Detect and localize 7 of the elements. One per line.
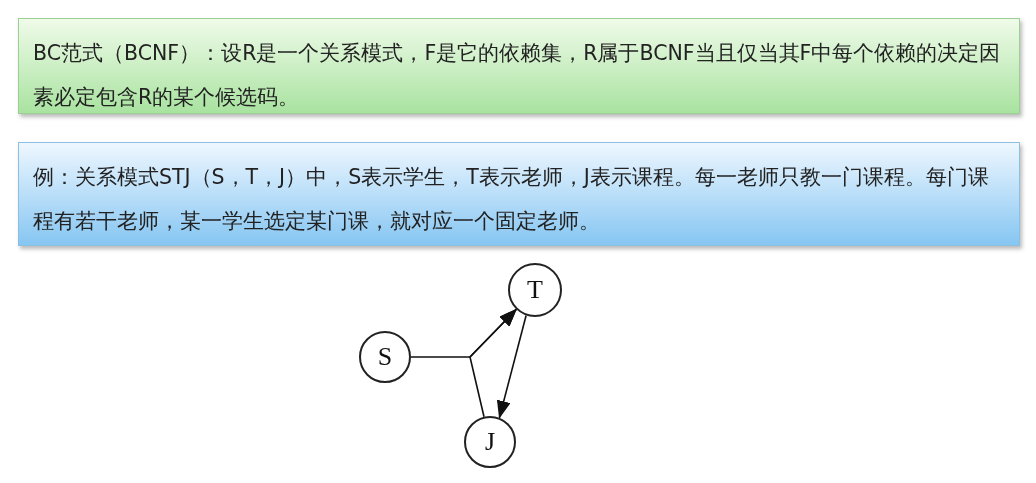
definition-box: BC范式（BCNF）：设R是一个关系模式，F是它的依赖集，R属于BCNF当且仅当其F中每个依赖的决定因素必定包含R的某个候选码。	[18, 18, 1020, 114]
arrow	[496, 314, 527, 419]
arrow	[469, 308, 517, 418]
example-box: 例：关系模式STJ（S，T，J）中，S表示学生，T表示老师，J表示课程。每一老师只教一门课程。每门课程有若干老师，某一学生选定某门课，就对应一个固定老师。	[18, 142, 1020, 246]
node-circle: S	[359, 331, 411, 383]
node-circle: T	[508, 263, 562, 317]
node-circle: J	[464, 416, 516, 468]
